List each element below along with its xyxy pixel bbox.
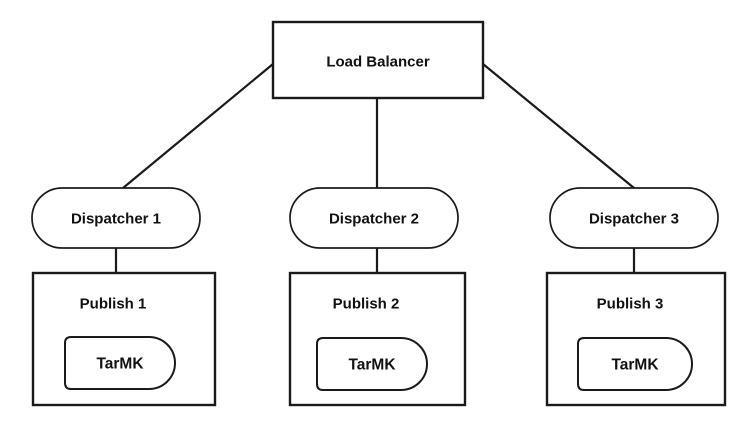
- dispatcher-1-label: Dispatcher 1: [71, 211, 161, 228]
- tarmk-1-node: [64, 336, 176, 390]
- publish-1-label: Publish 1: [80, 296, 147, 313]
- tarmk-2-label: TarMK: [348, 357, 396, 374]
- dispatcher-3-node: [549, 187, 719, 249]
- publish-3-label: Publish 3: [597, 296, 664, 313]
- edge-lb-to-dispatcher-3: [482, 63, 635, 189]
- dispatcher-1-node: [31, 187, 201, 249]
- tarmk-1-label: TarMK: [96, 356, 144, 373]
- dispatcher-2-node: [289, 187, 459, 249]
- load-balancer-node: [271, 20, 485, 100]
- dispatcher-3-label: Dispatcher 3: [589, 211, 679, 228]
- edge-lb-to-dispatcher-1: [122, 63, 274, 189]
- load-balancer-label: Load Balancer: [326, 54, 430, 71]
- tarmk-3-node: [577, 337, 693, 391]
- tarmk-3-label: TarMK: [611, 357, 659, 374]
- dispatcher-2-label: Dispatcher 2: [329, 211, 419, 228]
- tarmk-2-node: [316, 337, 428, 391]
- publish-2-label: Publish 2: [333, 296, 400, 313]
